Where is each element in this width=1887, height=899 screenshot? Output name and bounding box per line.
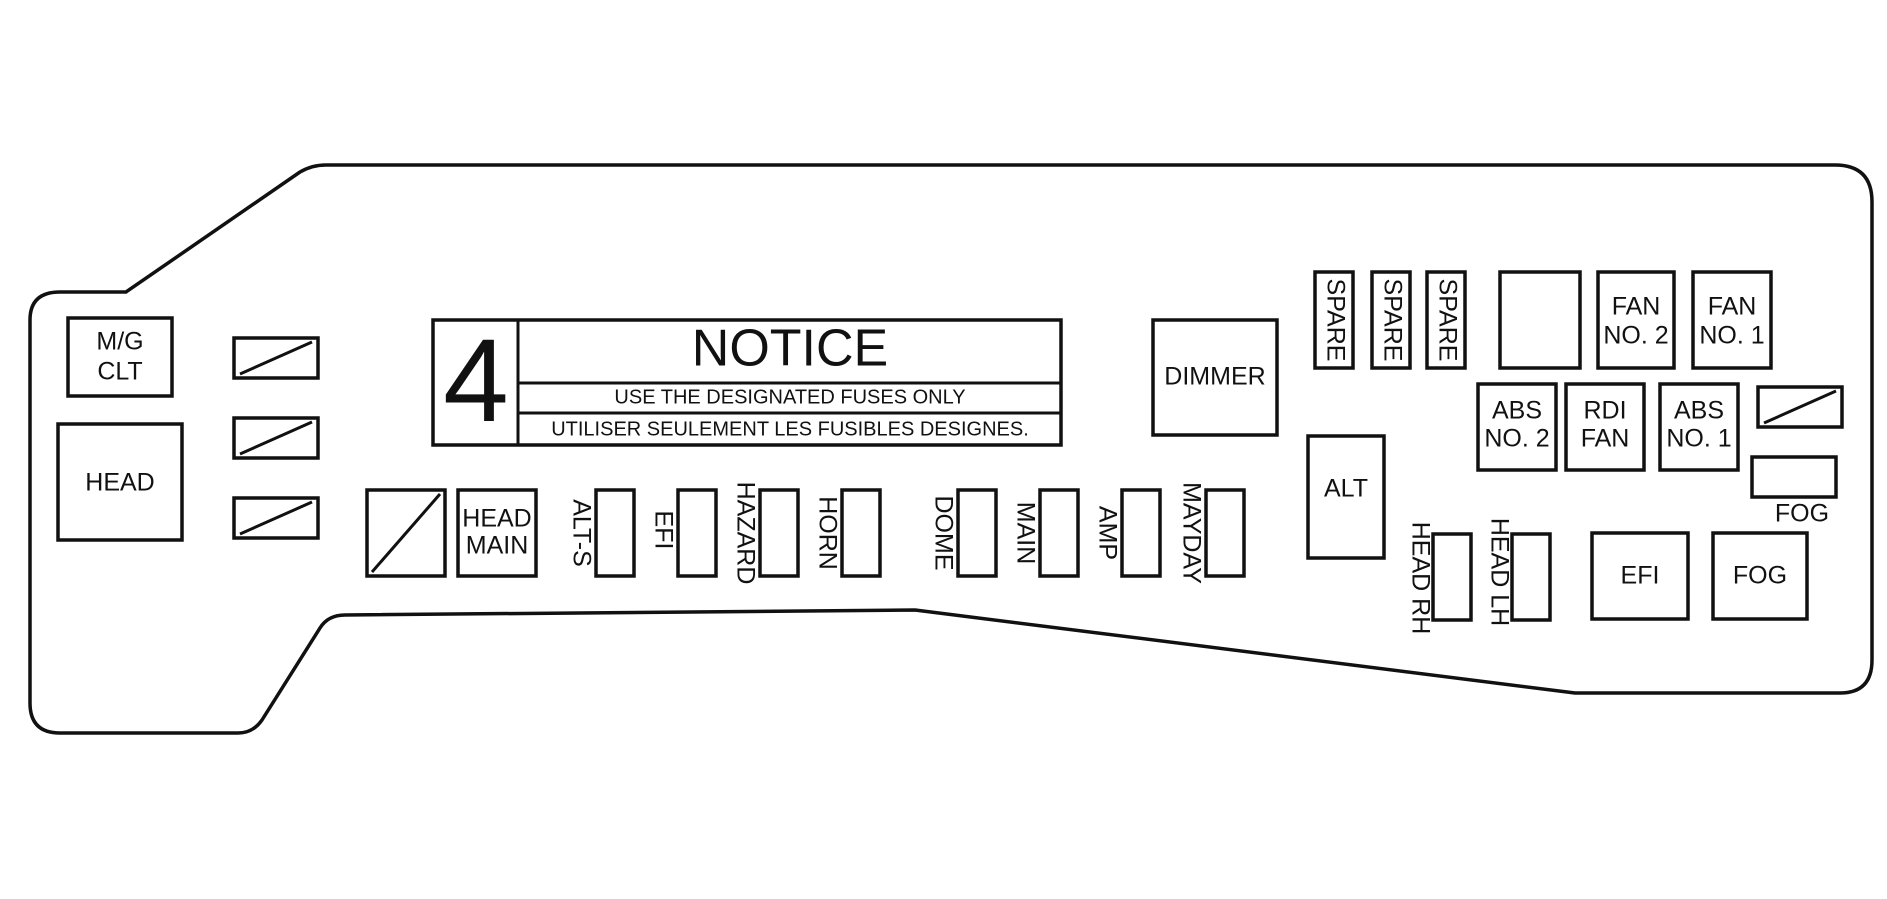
fuse-hazard: HAZARD [731,482,800,585]
fuse-spare-2-label: SPARE [1378,279,1406,362]
fuse-mayday-label: MAYDAY [1177,482,1205,584]
fuse-fog-large: FOG [1711,531,1809,621]
fuse-abs-no2: ABS NO. 2 [1476,382,1558,472]
fuse-horn-label: HORN [813,496,841,570]
fuse-mg-clt-label-1: M/G [96,328,143,356]
fuse-head-lh: HEAD LH [1485,518,1552,626]
fuse-dome: DOME [929,488,998,578]
notice-label: 4 NOTICE USE THE DESIGNATED FUSES ONLY U… [431,315,1063,447]
fuse-fan-no2-label-2: NO. 2 [1603,322,1668,350]
fuse-dimmer-label: DIMMER [1164,363,1265,391]
empty-slot-right [1756,385,1844,429]
notice-number: 4 [443,315,509,447]
fuse-alt: ALT [1306,434,1386,560]
fuse-efi-large: EFI [1590,531,1690,621]
fuse-head: HEAD [56,422,184,542]
fuse-spare-1-label: SPARE [1321,279,1349,362]
fuse-rdi-fan: RDI FAN [1564,382,1646,472]
empty-slot-large [365,488,447,578]
fuse-amp: AMP [1093,488,1162,578]
empty-slot-1 [232,336,320,380]
fuse-head-rh: HEAD RH [1406,522,1473,635]
fuse-fan-no1-label-1: FAN [1708,293,1757,321]
fuse-rdi-fan-label-1: RDI [1583,397,1626,425]
fuse-dome-label: DOME [929,496,957,571]
fuse-fog-small-label: FOG [1775,500,1829,528]
fuse-abs-no1-label-1: ABS [1674,397,1724,425]
fuse-efi-small-label: EFI [649,511,677,550]
fuse-efi-large-label: EFI [1621,562,1660,590]
fuse-main-label: MAIN [1011,502,1039,565]
fuse-head-main: HEAD MAIN [456,488,538,578]
fuse-fan-no1-label-2: NO. 1 [1699,322,1764,350]
fuse-fan-no1: FAN NO. 1 [1691,270,1773,370]
fuse-head-main-label-2: MAIN [466,532,529,560]
fuse-head-label: HEAD [85,469,154,497]
fuse-spare-3: SPARE [1425,270,1467,370]
fuse-alt-s-label: ALT-S [567,499,595,567]
fuse-mayday: MAYDAY [1177,482,1246,584]
fuse-fog-large-label: FOG [1733,562,1787,590]
fuse-abs-no2-label-2: NO. 2 [1484,425,1549,453]
empty-slot-square [1498,270,1582,370]
fuse-main: MAIN [1011,488,1080,578]
fuse-spare-3-label: SPARE [1433,279,1461,362]
fuse-fan-no2: FAN NO. 2 [1596,270,1676,370]
fuse-rdi-fan-label-2: FAN [1581,425,1630,453]
fuse-head-lh-label: HEAD LH [1485,518,1513,626]
fuse-abs-no1: ABS NO. 1 [1658,382,1740,472]
fuse-fog-small: FOG [1750,455,1838,528]
fuse-spare-2: SPARE [1370,270,1412,370]
fuse-alt-s: ALT-S [567,488,636,578]
fuse-abs-no2-label-1: ABS [1492,397,1542,425]
notice-line-fr: UTILISER SEULEMENT LES FUSIBLES DESIGNES… [551,418,1029,440]
fuse-head-rh-label: HEAD RH [1406,522,1434,635]
empty-slot-2 [232,416,320,460]
fuse-amp-label: AMP [1093,506,1121,560]
fuse-mg-clt: M/G CLT [66,316,174,398]
fuse-dimmer: DIMMER [1151,318,1279,437]
notice-title: NOTICE [692,320,888,378]
notice-line-en: USE THE DESIGNATED FUSES ONLY [614,386,965,408]
fuse-alt-label: ALT [1324,475,1368,503]
fuse-mg-clt-label-2: CLT [97,358,142,386]
fuse-box-outline [28,163,1874,735]
fuse-spare-1: SPARE [1313,270,1355,370]
fuse-abs-no1-label-2: NO. 1 [1666,425,1731,453]
empty-slot-3 [232,496,320,540]
fuse-fan-no2-label-1: FAN [1612,293,1661,321]
fuse-head-main-label-1: HEAD [462,505,531,533]
fuse-efi-small: EFI [649,488,718,578]
fuse-hazard-label: HAZARD [731,482,759,585]
fuse-horn: HORN [813,488,882,578]
